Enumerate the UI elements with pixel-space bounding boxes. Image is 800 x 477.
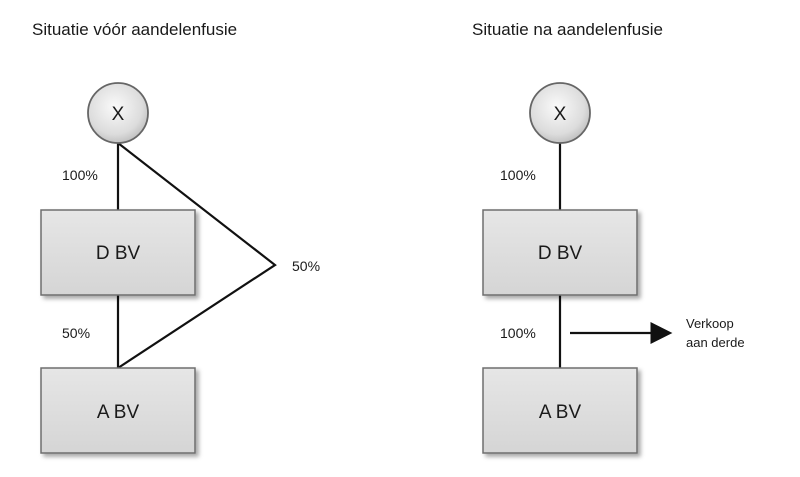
sale-note-line2: aan derde	[686, 335, 745, 350]
right-shareholder-circle	[529, 82, 591, 144]
sale-note-line1: Verkoop	[686, 316, 734, 331]
left-title: Situatie vóór aandelenfusie	[32, 20, 237, 39]
right-pct-d-to-a: 100%	[500, 325, 536, 341]
right-title: Situatie na aandelenfusie	[472, 20, 663, 39]
left-pct-x-to-a: 50%	[292, 258, 320, 274]
right-shareholder-label: X	[554, 104, 567, 125]
right-pct-x-to-d: 100%	[500, 167, 536, 183]
left-pct-d-to-a: 50%	[62, 325, 90, 341]
right-d-bv-box	[482, 209, 638, 296]
left-a-bv-label: A BV	[97, 402, 140, 423]
right-a-bv-label: A BV	[539, 402, 582, 423]
left-d-bv-label: D BV	[96, 243, 141, 264]
right-d-bv-label: D BV	[538, 243, 583, 264]
left-pct-x-to-d: 100%	[62, 167, 98, 183]
left-d-bv-box	[40, 209, 196, 296]
left-shareholder-circle	[87, 82, 149, 144]
left-diagram: Situatie vóór aandelenfusie X D BV A BV …	[32, 20, 320, 454]
right-diagram: Situatie na aandelenfusie X D BV A BV 10…	[472, 20, 745, 454]
right-a-bv-box	[482, 367, 638, 454]
left-line-x-to-a	[117, 142, 277, 369]
left-a-bv-box	[40, 367, 196, 454]
left-shareholder-label: X	[112, 104, 125, 125]
